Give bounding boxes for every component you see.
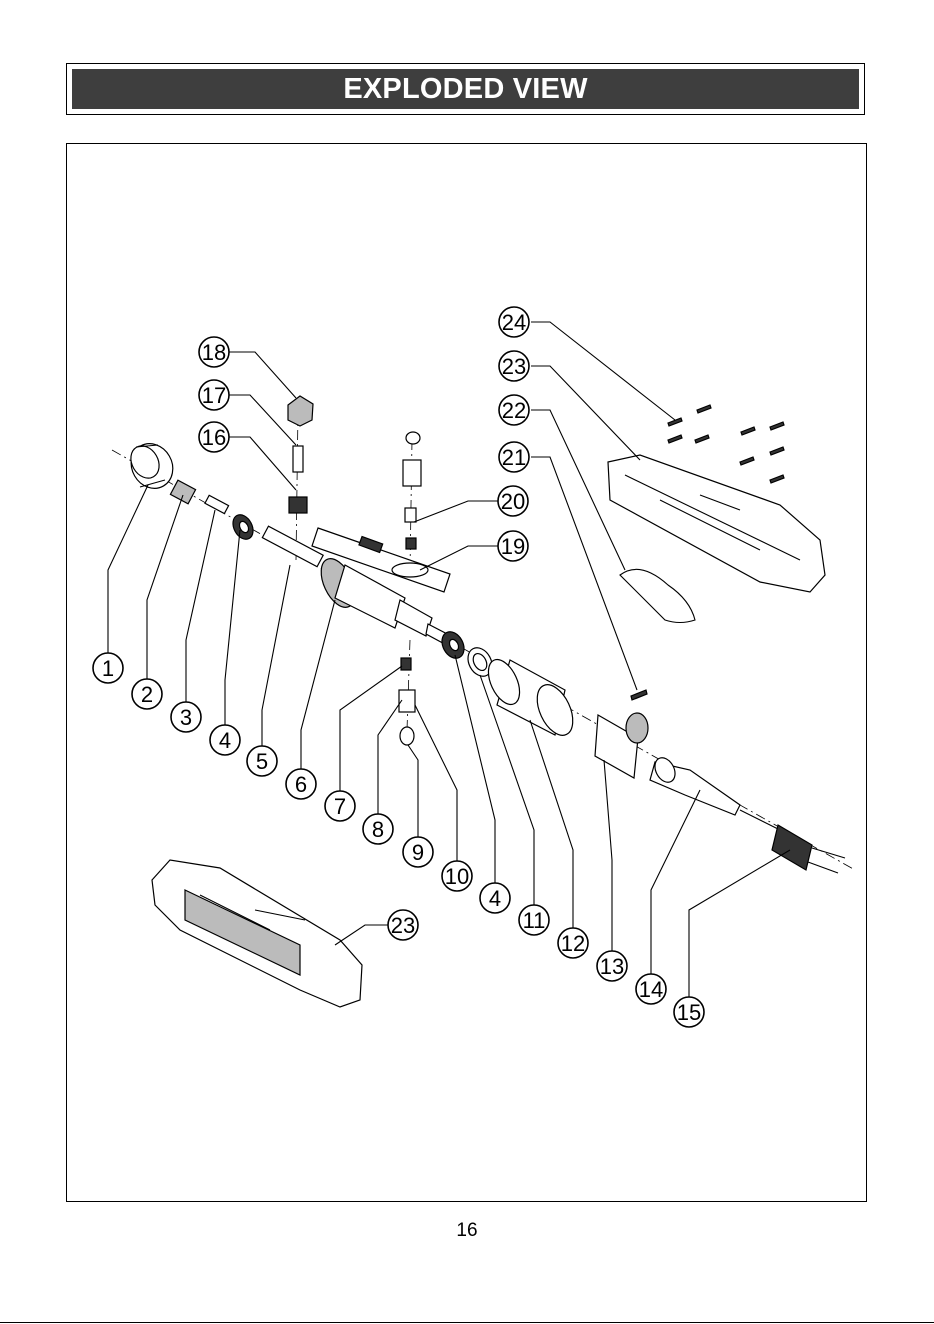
callout-19: 19 <box>498 531 528 561</box>
callout-label: 11 <box>523 908 546 933</box>
callout-label: 3 <box>180 705 192 730</box>
nose-cap-part <box>123 436 181 496</box>
page-number: 16 <box>0 1220 934 1242</box>
callout-label: 6 <box>295 772 307 797</box>
callout-8: 8 <box>363 814 393 844</box>
callout-label: 10 <box>445 864 469 889</box>
power-plug-part <box>740 810 845 873</box>
callout-13: 13 <box>597 951 627 981</box>
bottom-rule <box>0 1322 934 1323</box>
callout-label: 16 <box>202 425 226 450</box>
front-bearing-part <box>229 511 257 542</box>
callout-14: 14 <box>636 974 666 1004</box>
callout-6: 6 <box>286 769 316 799</box>
callout-label: 7 <box>334 794 346 819</box>
callout-2: 2 <box>132 679 162 709</box>
callout-label: 22 <box>502 398 526 423</box>
board-screw-part <box>631 690 647 700</box>
callout-20: 20 <box>498 486 528 516</box>
callout-label: 18 <box>202 340 226 365</box>
callout-12: 12 <box>558 928 588 958</box>
callout-22: 22 <box>499 395 529 425</box>
callout-21: 21 <box>499 442 529 472</box>
callout-label: 13 <box>600 954 624 979</box>
callout-4: 4 <box>210 725 240 755</box>
shaft-lock-group <box>288 396 313 513</box>
vertical-axis-brush-bottom <box>407 640 410 730</box>
callout-18: 18 <box>199 337 229 367</box>
callout-label: 14 <box>639 977 663 1002</box>
callout-label: 9 <box>412 840 424 865</box>
callout-24: 24 <box>499 307 529 337</box>
callout-label: 5 <box>256 749 268 774</box>
callout-17: 17 <box>199 380 229 410</box>
callout-9: 9 <box>403 837 433 867</box>
vertical-axis-lock <box>296 410 298 560</box>
speed-control-board-part <box>595 713 648 778</box>
callout-3: 3 <box>171 702 201 732</box>
callout-7: 7 <box>325 791 355 821</box>
callout-label: 4 <box>219 728 231 753</box>
collet-nut-part <box>170 480 195 504</box>
callout-label: 1 <box>102 656 114 681</box>
callout-16: 16 <box>199 422 229 452</box>
callout-23b: 23 <box>388 910 418 940</box>
cord-strain-relief-part <box>650 754 740 815</box>
callout-label: 20 <box>501 489 525 514</box>
callout-4b: 4 <box>480 883 510 913</box>
callout-1: 1 <box>93 653 123 683</box>
callout-label: 24 <box>502 310 526 335</box>
gasket-part <box>620 569 695 622</box>
callout-label: 23 <box>502 354 526 379</box>
callout-label: 8 <box>372 817 384 842</box>
collet-part <box>205 495 229 513</box>
callout-23: 23 <box>499 351 529 381</box>
callout-11: 11 <box>519 905 549 935</box>
callout-10: 10 <box>442 861 472 891</box>
housing-left-half-part <box>152 860 362 1007</box>
housing-right-half-part <box>608 455 825 592</box>
stator-part <box>482 655 580 741</box>
callout-label: 15 <box>677 1000 701 1025</box>
callout-5: 5 <box>247 746 277 776</box>
callout-label: 19 <box>501 534 525 559</box>
callout-label: 2 <box>141 682 153 707</box>
callout-label: 12 <box>561 931 585 956</box>
callout-label: 4 <box>489 886 501 911</box>
callout-label: 21 <box>502 445 526 470</box>
callout-label: 23 <box>391 913 415 938</box>
callout-label: 17 <box>202 383 226 408</box>
callout-15: 15 <box>674 997 704 1027</box>
